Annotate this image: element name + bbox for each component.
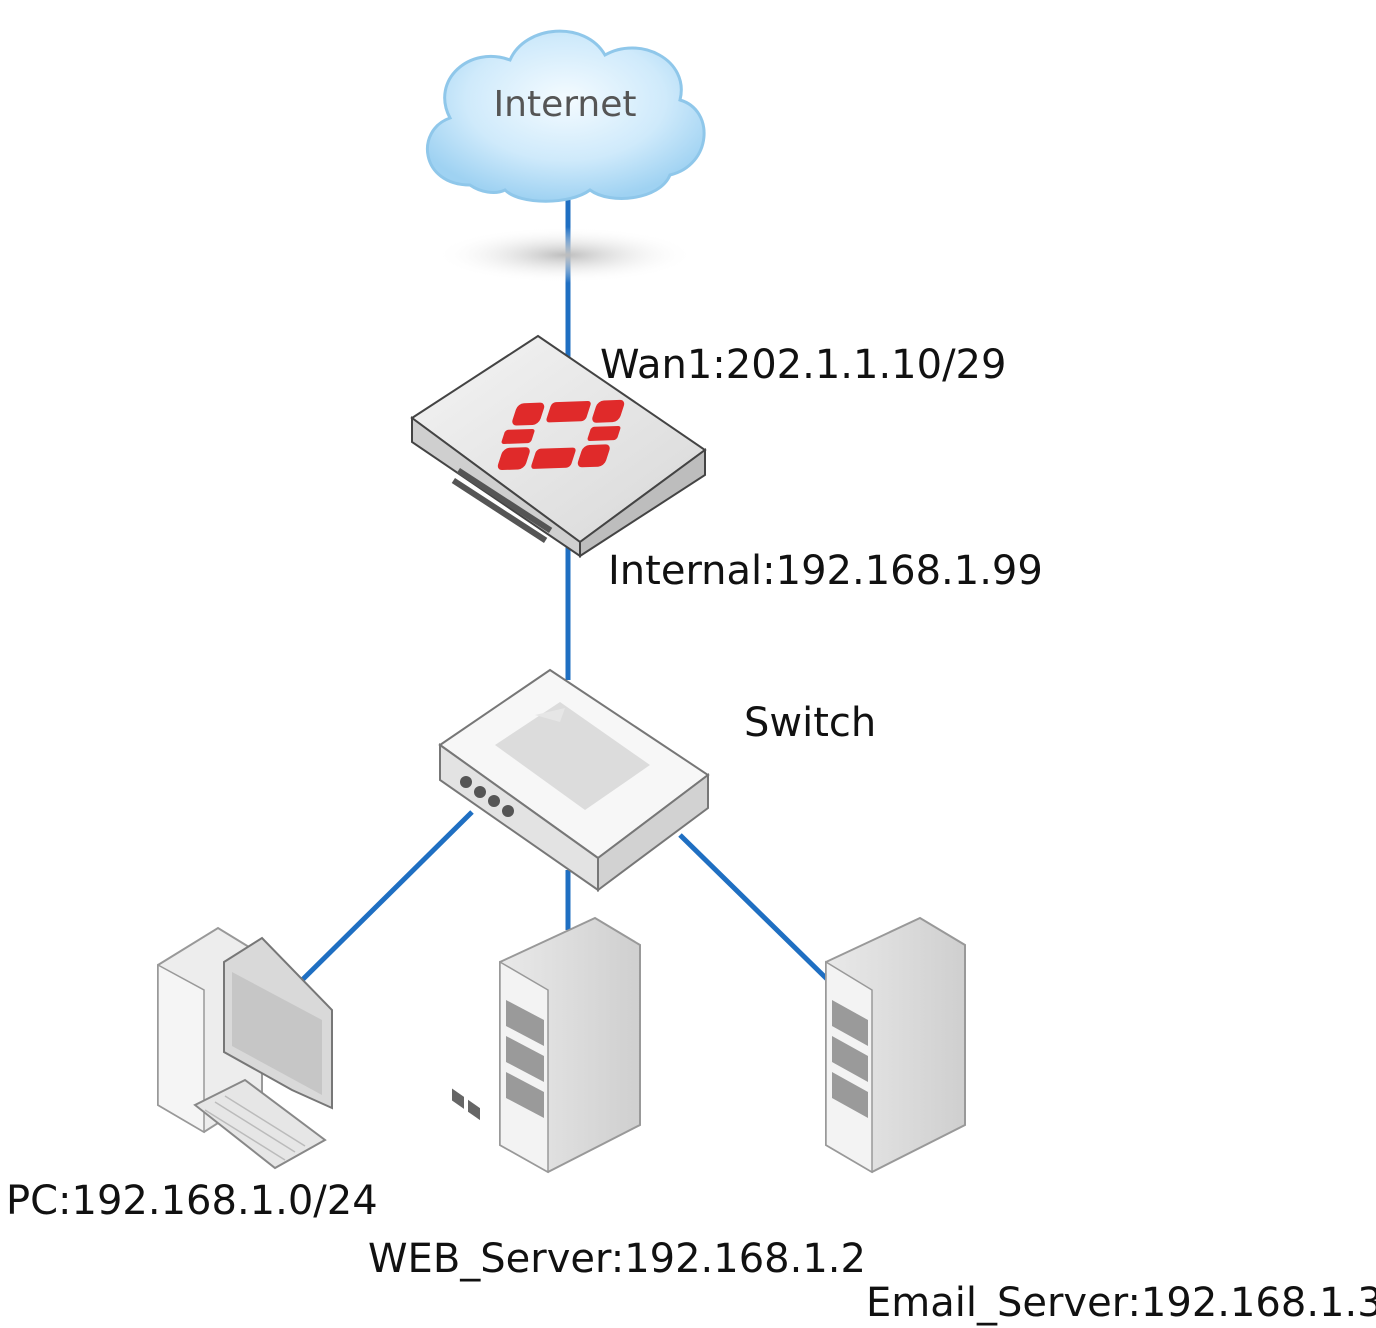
firewall-internal-label: Internal:192.168.1.99 xyxy=(608,548,1043,594)
email-server-icon xyxy=(825,916,966,1174)
switch-icon xyxy=(438,668,710,1121)
internet-cloud-icon: Internet xyxy=(425,29,706,283)
internet-label: Internet xyxy=(494,84,637,125)
email-server-label: Email_Server:192.168.1.3 xyxy=(866,1280,1376,1326)
switch-label: Switch xyxy=(744,700,877,746)
firewall-icon xyxy=(410,334,707,558)
pc-icon xyxy=(157,926,333,1170)
link-switch-email-server xyxy=(678,833,832,984)
link-switch-pc xyxy=(286,810,474,996)
web-server-label: WEB_Server:192.168.1.2 xyxy=(368,1236,866,1282)
web-server-icon xyxy=(499,916,641,1174)
pc-label: PC:192.168.1.0/24 xyxy=(6,1178,378,1224)
firewall-wan-label: Wan1:202.1.1.10/29 xyxy=(600,342,1007,388)
fortinet-logo xyxy=(497,399,625,471)
